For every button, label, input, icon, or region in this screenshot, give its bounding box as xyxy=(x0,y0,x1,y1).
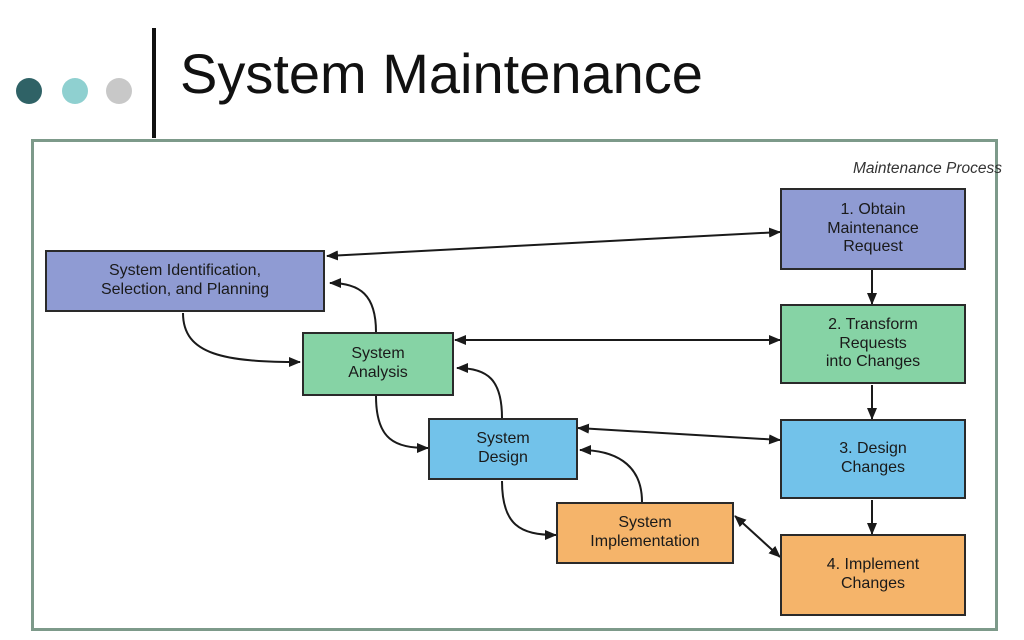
arrow-analysis-identification xyxy=(329,278,377,333)
arrow-design-designchanges xyxy=(577,423,781,445)
phase-implementation-box: System Implementation xyxy=(556,502,734,564)
step-design-changes-box: 3. Design Changes xyxy=(780,419,966,499)
arrow-identification-obtain xyxy=(326,227,781,261)
arrow-implementation-implement xyxy=(734,515,781,558)
step-transform-requests-box: 2. Transform Requests into Changes xyxy=(780,304,966,384)
title-divider xyxy=(152,28,156,138)
maintenance-process-caption: Maintenance Process xyxy=(852,160,1002,177)
arrow-design-analysis xyxy=(456,363,503,419)
phase-design-box: System Design xyxy=(428,418,578,480)
arrow-design-implementation xyxy=(501,480,557,540)
bullet-dot-1 xyxy=(16,78,42,104)
slide-title: System Maintenance xyxy=(180,42,703,105)
phase-analysis-box: System Analysis xyxy=(302,332,454,396)
step-implement-changes-box: 4. Implement Changes xyxy=(780,534,966,616)
step-obtain-request-box: 1. Obtain Maintenance Request xyxy=(780,188,966,270)
arrow-implementation-design xyxy=(579,445,643,503)
bullet-dot-3 xyxy=(106,78,132,104)
phase-identification-box: System Identification, Selection, and Pl… xyxy=(45,250,325,312)
arrow-identification-analysis xyxy=(182,312,301,367)
arrow-analysis-design xyxy=(375,395,429,453)
bullet-dot-2 xyxy=(62,78,88,104)
